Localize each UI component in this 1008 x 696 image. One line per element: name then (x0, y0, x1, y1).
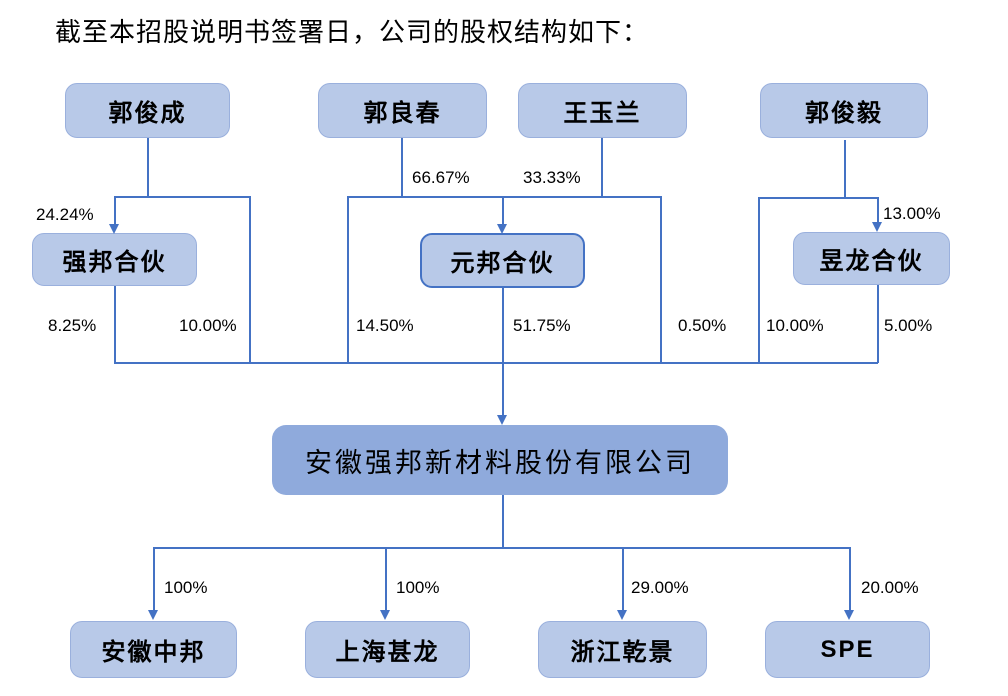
connector-line (660, 196, 662, 363)
connector-line (849, 547, 851, 611)
arrowhead-down-icon (844, 610, 854, 620)
connector-line (502, 495, 504, 548)
arrowhead-down-icon (617, 610, 627, 620)
ownership-label-guojuncheng-company: 10.00% (179, 316, 237, 335)
ownership-label-zhejiang-qianjing: 29.00% (631, 578, 689, 597)
ownership-label-yuanbang-left: 66.67% (412, 168, 470, 187)
arrowhead-down-icon (109, 224, 119, 234)
node-spe: SPE (765, 621, 930, 678)
node-qiangbang-partnership: 强邦合伙 (32, 233, 197, 286)
connector-line (347, 196, 349, 363)
connector-line (502, 196, 504, 226)
ownership-label-guoliangchun-company: 14.50% (356, 316, 414, 335)
connector-line (622, 547, 624, 611)
intro-text: 截至本招股说明书签署日，公司的股权结构如下： (55, 18, 650, 47)
node-yulong-partnership: 昱龙合伙 (793, 232, 950, 285)
ownership-label-yulong-company: 5.00% (884, 316, 933, 335)
connector-line (758, 197, 760, 363)
arrowhead-down-icon (497, 224, 507, 234)
node-guo-juncheng: 郭俊成 (65, 83, 230, 138)
arrowhead-down-icon (872, 222, 882, 232)
node-company: 安徽强邦新材料股份有限公司 (272, 425, 728, 495)
ownership-label-shanghai-shenlong: 100% (396, 578, 440, 597)
ownership-label-wangyulan-company: 0.50% (678, 316, 727, 335)
connector-line (758, 197, 878, 199)
ownership-label-yulong: 13.00% (883, 204, 941, 223)
connector-line (249, 196, 251, 363)
node-yuanbang-partnership: 元邦合伙 (420, 233, 585, 288)
arrowhead-down-icon (497, 415, 507, 425)
arrowhead-down-icon (148, 610, 158, 620)
connector-line (877, 197, 879, 224)
node-zhejiang-qianjing: 浙江乾景 (538, 621, 707, 678)
ownership-label-spe: 20.00% (861, 578, 919, 597)
connector-line (114, 362, 878, 364)
connector-line (147, 138, 149, 197)
ownership-label-qiangbang: 24.24% (36, 205, 94, 224)
ownership-label-guojunyi-company: 10.00% (766, 316, 824, 335)
connector-line (114, 196, 250, 198)
node-shanghai-shenlong: 上海甚龙 (305, 621, 470, 678)
node-guo-liangchun: 郭良春 (318, 83, 487, 138)
node-anhui-zhongbang: 安徽中邦 (70, 621, 237, 678)
connector-line (401, 138, 403, 197)
connector-line (153, 547, 155, 611)
connector-line (114, 196, 116, 226)
ownership-label-anhui-zhongbang: 100% (164, 578, 208, 597)
arrowhead-down-icon (380, 610, 390, 620)
connector-line (502, 362, 504, 417)
connector-line (844, 140, 846, 198)
node-wang-yulan: 王玉兰 (518, 83, 687, 138)
connector-line (347, 196, 661, 198)
connector-line (502, 288, 504, 363)
node-guo-junyi: 郭俊毅 (760, 83, 928, 138)
ownership-label-qiangbang-company: 8.25% (48, 316, 97, 335)
ownership-label-yuanbang-right: 33.33% (523, 168, 581, 187)
connector-line (114, 286, 116, 363)
connector-line (601, 138, 603, 197)
connector-line (385, 547, 387, 611)
connector-line (877, 285, 879, 363)
ownership-label-yuanbang-company: 51.75% (513, 316, 571, 335)
connector-line (153, 547, 850, 549)
